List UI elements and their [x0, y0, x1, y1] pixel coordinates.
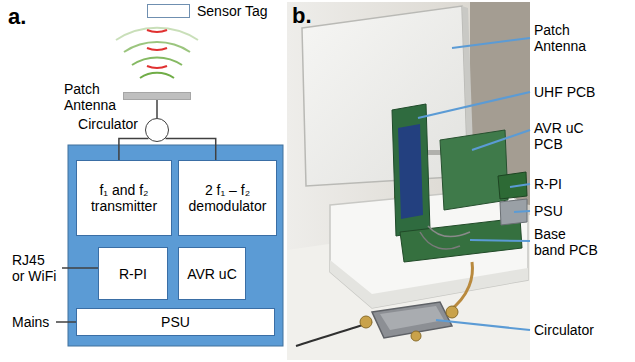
part-label: Sensor Tag: [197, 3, 268, 19]
sensor-tag: Sensor Tag: [147, 4, 190, 18]
raspberry-pi-box: R-PI: [98, 247, 168, 300]
box-label: PSU: [161, 314, 190, 330]
part-label: Circulator: [534, 322, 594, 338]
circulator-top: [380, 306, 444, 330]
mains-wire: [56, 321, 76, 323]
photo: [287, 2, 530, 360]
demodulator-box: 2 f₁ – f₂ demodulator: [178, 160, 277, 236]
box-label: AVR uC: [187, 266, 237, 282]
backscatter-arc: [147, 66, 167, 68]
part-label: Patch Antenna: [64, 81, 120, 113]
signal-line: [156, 100, 158, 118]
sma-connector: [360, 316, 372, 328]
housing-front: [330, 260, 528, 308]
leader-line: [452, 38, 530, 48]
uhf-module: [398, 124, 423, 219]
uhf-pcb: [392, 104, 430, 236]
leader-line: [510, 184, 530, 187]
signal-line: [119, 138, 149, 160]
microcontroller-box: AVR uC: [178, 247, 246, 300]
box-label: f₁ and f₂ transmitter: [80, 182, 168, 214]
part-label: Circulator: [74, 116, 138, 132]
backscatter-arc: [147, 30, 167, 32]
leader-line: [470, 240, 530, 241]
leader-line: [514, 211, 530, 212]
wire: [428, 226, 470, 237]
photo-background: [287, 2, 530, 360]
backscatter-arc: [147, 48, 167, 50]
interface-label: RJ45 or WiFi: [12, 252, 58, 284]
wave-arc: [132, 57, 182, 65]
patch-antenna: Patch Antenna: [123, 92, 191, 100]
network-wire: [62, 267, 98, 269]
circulator: Circulator: [145, 118, 169, 142]
box-label: R-PI: [119, 266, 147, 282]
part-label: Base band PCB: [534, 226, 599, 258]
part-label: AVR uC PCB: [534, 120, 590, 152]
part-label: R-PI: [534, 176, 562, 192]
wave-arc: [124, 42, 190, 52]
circulator-cable: [448, 262, 472, 312]
power-label: Mains: [12, 314, 49, 330]
wave-arc: [116, 28, 198, 40]
radio-waves: [116, 28, 198, 78]
sma-connector: [411, 331, 421, 341]
leader-line: [418, 92, 530, 118]
psu-box: PSU: [76, 308, 275, 336]
transmitter-box: f₁ and f₂ transmitter: [76, 160, 172, 236]
leader-line: [472, 130, 530, 150]
box-label: 2 f₁ – f₂ demodulator: [182, 182, 273, 214]
part-label: UHF PCB: [534, 84, 595, 100]
part-label: Patch Antenna: [534, 22, 594, 54]
part-label: PSU: [534, 203, 563, 219]
leader-line: [436, 320, 530, 330]
sma-connector: [446, 306, 458, 318]
panel-letter: b.: [292, 3, 312, 29]
wave-arc: [140, 73, 174, 78]
leader-lines: [418, 38, 530, 330]
signal-line: [165, 138, 215, 160]
reader-enclosure: [68, 145, 283, 346]
panel-letter: a.: [8, 4, 26, 30]
